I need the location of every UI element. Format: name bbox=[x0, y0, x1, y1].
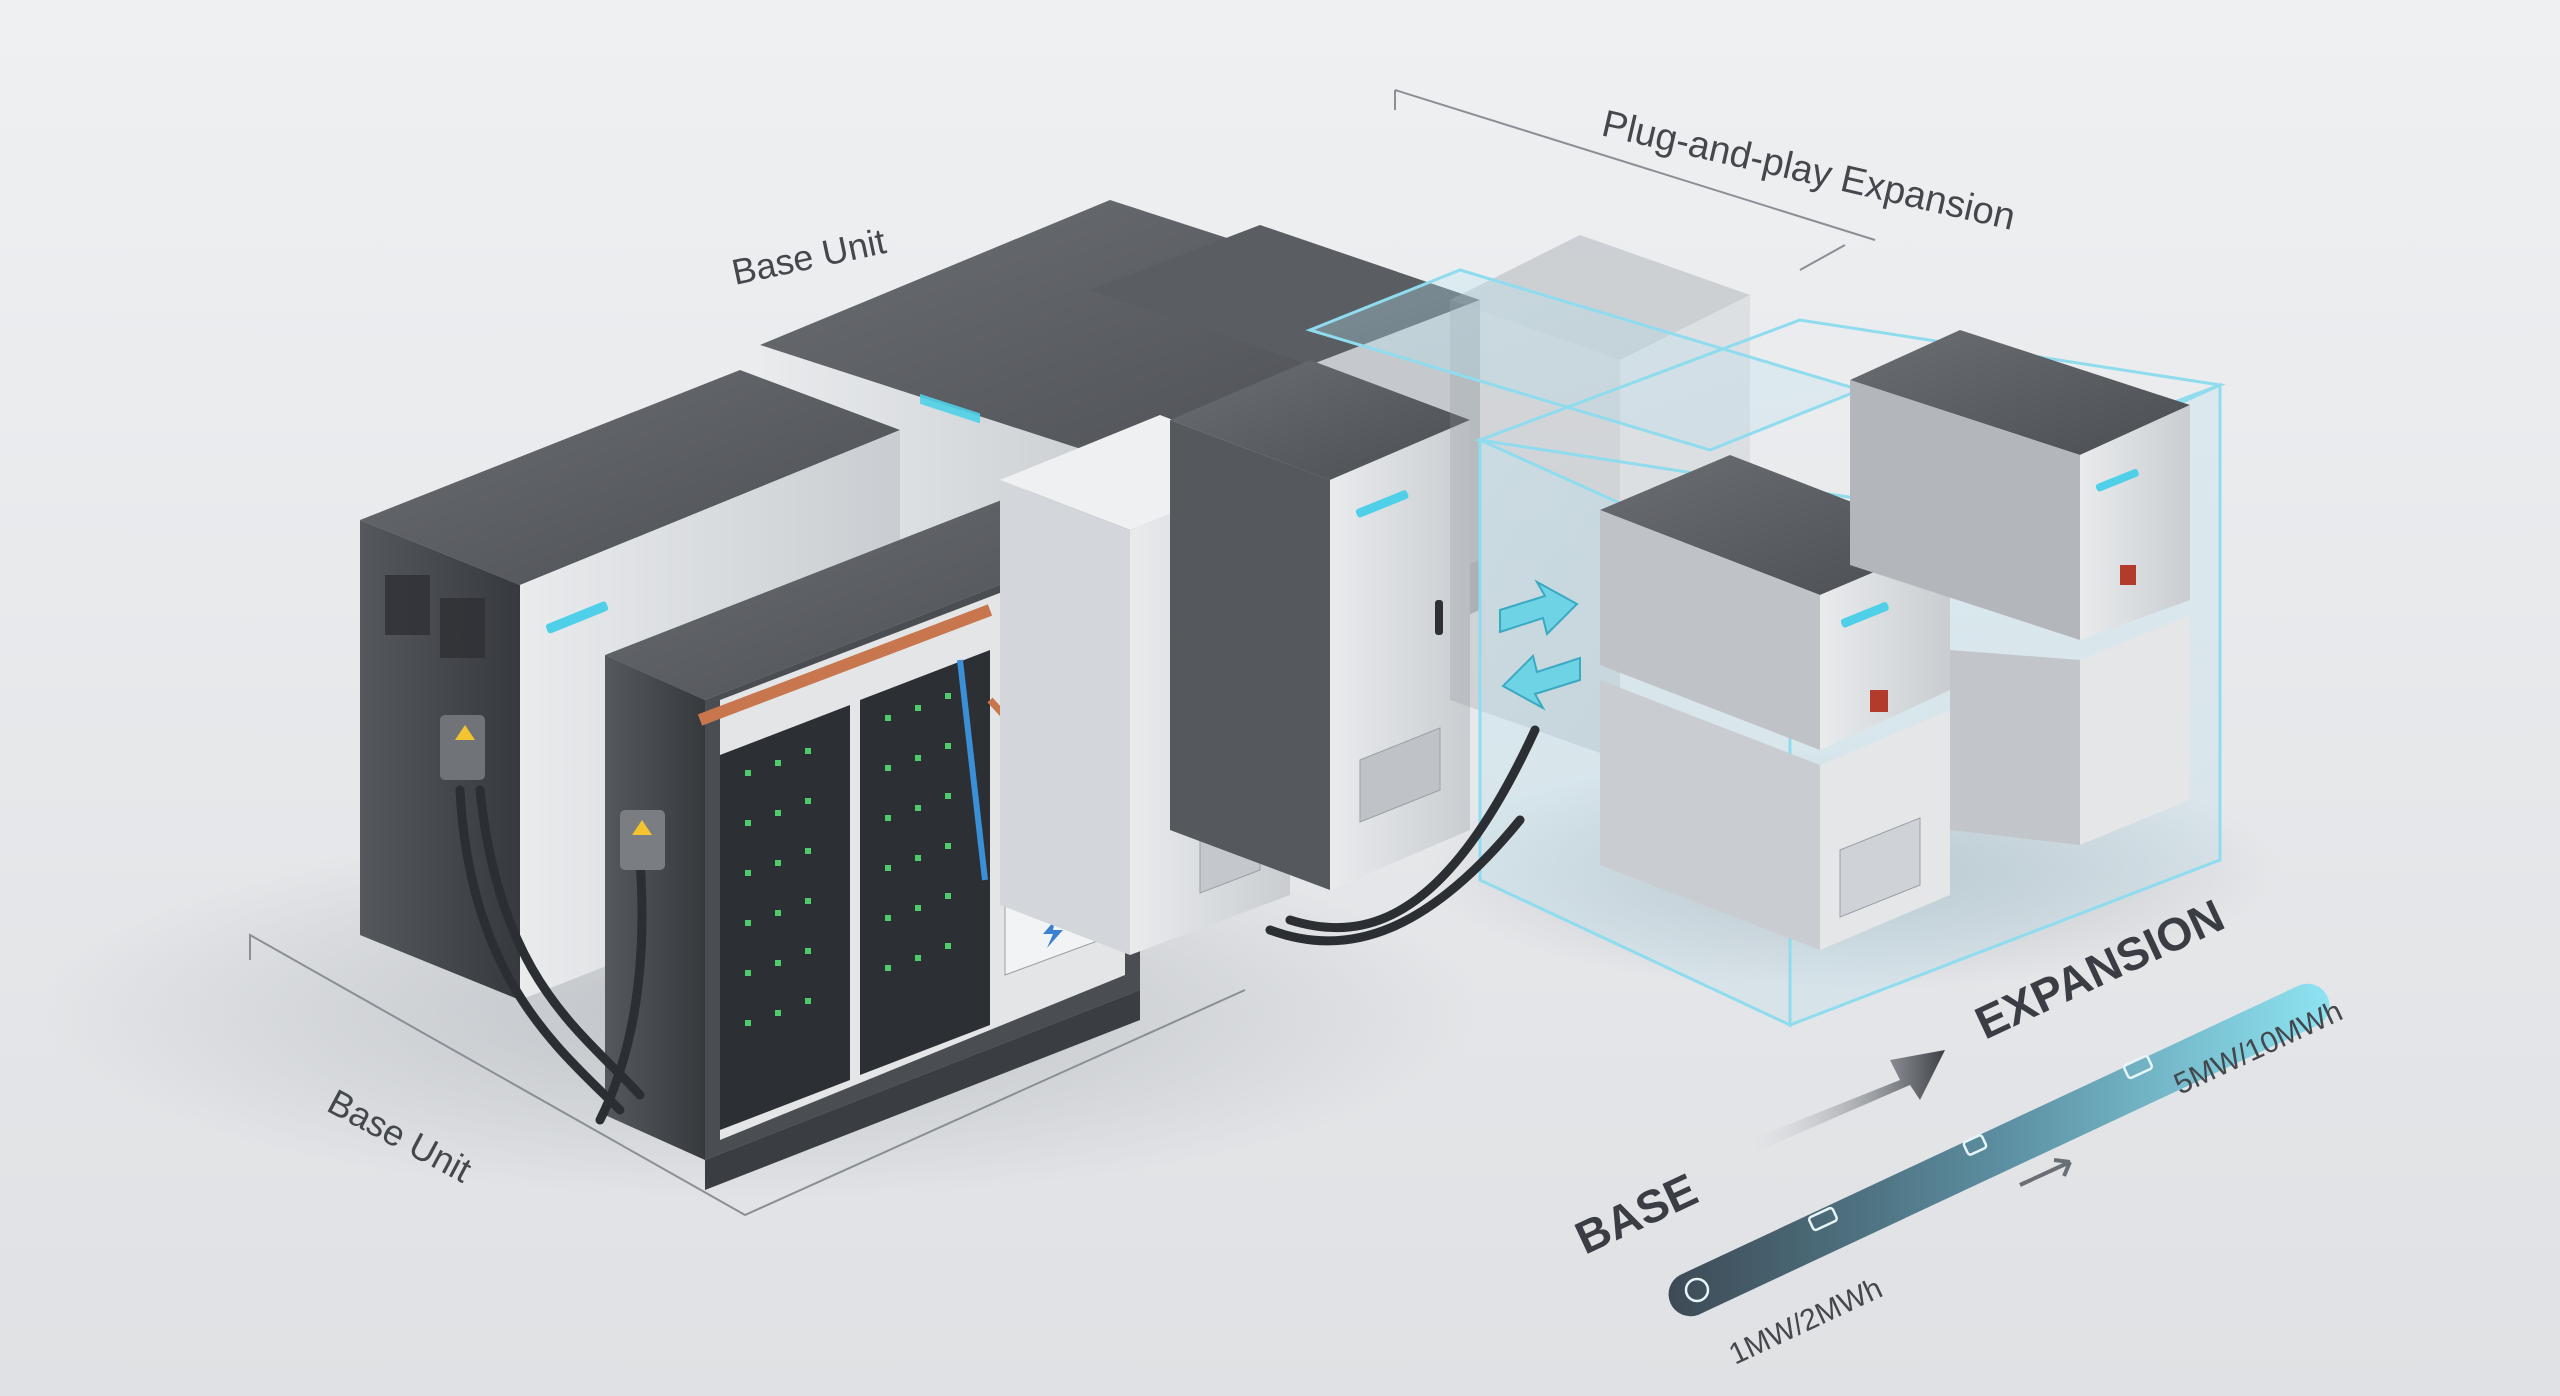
junction-box bbox=[620, 810, 665, 870]
lightning-icon bbox=[1043, 920, 1063, 948]
expansion-module-stack-front bbox=[1600, 455, 1950, 950]
battery-module-leds bbox=[745, 693, 951, 1026]
small-arrow bbox=[2019, 1158, 2072, 1187]
growth-arrow bbox=[1750, 1050, 1945, 1150]
battery-icon bbox=[2122, 1054, 2154, 1080]
cycle-icon bbox=[1684, 1277, 1710, 1303]
copper-busbar bbox=[697, 604, 993, 726]
bidirectional-arrows-icon bbox=[1499, 579, 1581, 711]
power-cables bbox=[455, 725, 1540, 1125]
scale-progress bbox=[1668, 983, 2330, 1317]
callout-lines bbox=[249, 89, 1876, 1217]
capacity-scale-bar bbox=[1668, 983, 2330, 1317]
battery-icon bbox=[1807, 1206, 1839, 1232]
expansion-module-stack-back bbox=[1850, 330, 2190, 845]
chip-icon bbox=[1962, 1134, 1988, 1156]
pcs-cabinet bbox=[1170, 360, 1470, 890]
